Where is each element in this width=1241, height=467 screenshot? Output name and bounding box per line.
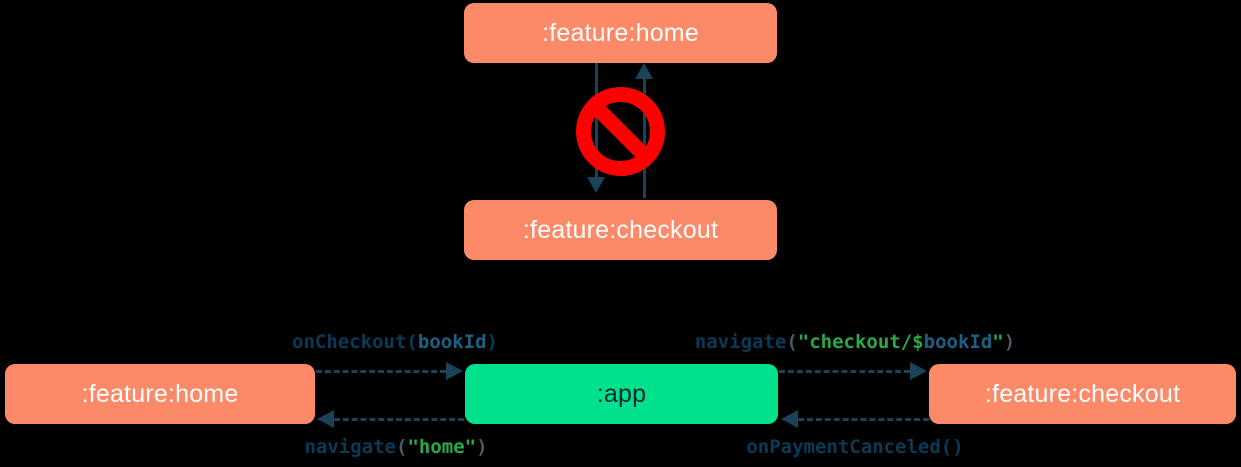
node-feature-checkout-bottom[interactable]: :feature:checkout	[929, 364, 1236, 424]
code-token-var: bookId	[417, 331, 487, 353]
code-token-str: "	[992, 331, 1004, 353]
code-token-paren: )	[1003, 331, 1016, 353]
edge-label-checkout-to-app: onPaymentCanceled()	[746, 436, 963, 458]
code-token-str: "checkout/	[797, 331, 913, 353]
edge-home-to-app-line	[316, 370, 446, 373]
edge-app-to-home-arrowhead	[317, 410, 334, 428]
edge-label-app-to-checkout: navigate("checkout/$bookId")	[695, 331, 1015, 353]
forbidden-icon	[576, 87, 665, 176]
edge-app-to-checkout-line	[779, 370, 910, 373]
code-token-fn: (	[406, 331, 418, 353]
edge-checkout-to-app-arrowhead	[781, 410, 798, 428]
node-feature-home-top[interactable]: :feature:home	[464, 3, 777, 63]
code-token-var: bookId	[923, 331, 993, 353]
code-token-fn: )	[486, 331, 498, 353]
code-token-dollar: $	[912, 331, 924, 353]
code-token-fn: navigate	[694, 331, 787, 353]
code-token-paren: )	[476, 436, 488, 458]
node-app[interactable]: :app	[465, 364, 778, 424]
edge-app-to-home-line	[334, 418, 464, 421]
code-token-fn: onCheckout	[292, 331, 407, 353]
edge-checkout-to-home-arrowhead	[635, 63, 653, 79]
code-token-fn: onPaymentCanceled()	[746, 436, 964, 458]
edge-home-to-app-arrowhead	[446, 362, 463, 380]
node-feature-checkout-top[interactable]: :feature:checkout	[464, 200, 777, 260]
edge-label-app-to-home: navigate("home")	[304, 436, 487, 458]
edge-checkout-to-app-line	[798, 418, 929, 421]
code-token-paren: (	[786, 331, 798, 353]
code-token-str: "home"	[407, 436, 477, 458]
edge-app-to-checkout-arrowhead	[910, 362, 927, 380]
edge-home-to-checkout-arrowhead	[587, 177, 605, 193]
edge-label-home-to-app: onCheckout(bookId)	[292, 331, 498, 353]
node-feature-home-bottom[interactable]: :feature:home	[5, 364, 315, 424]
code-token-fn: navigate	[304, 436, 396, 458]
code-token-paren: (	[395, 436, 408, 458]
